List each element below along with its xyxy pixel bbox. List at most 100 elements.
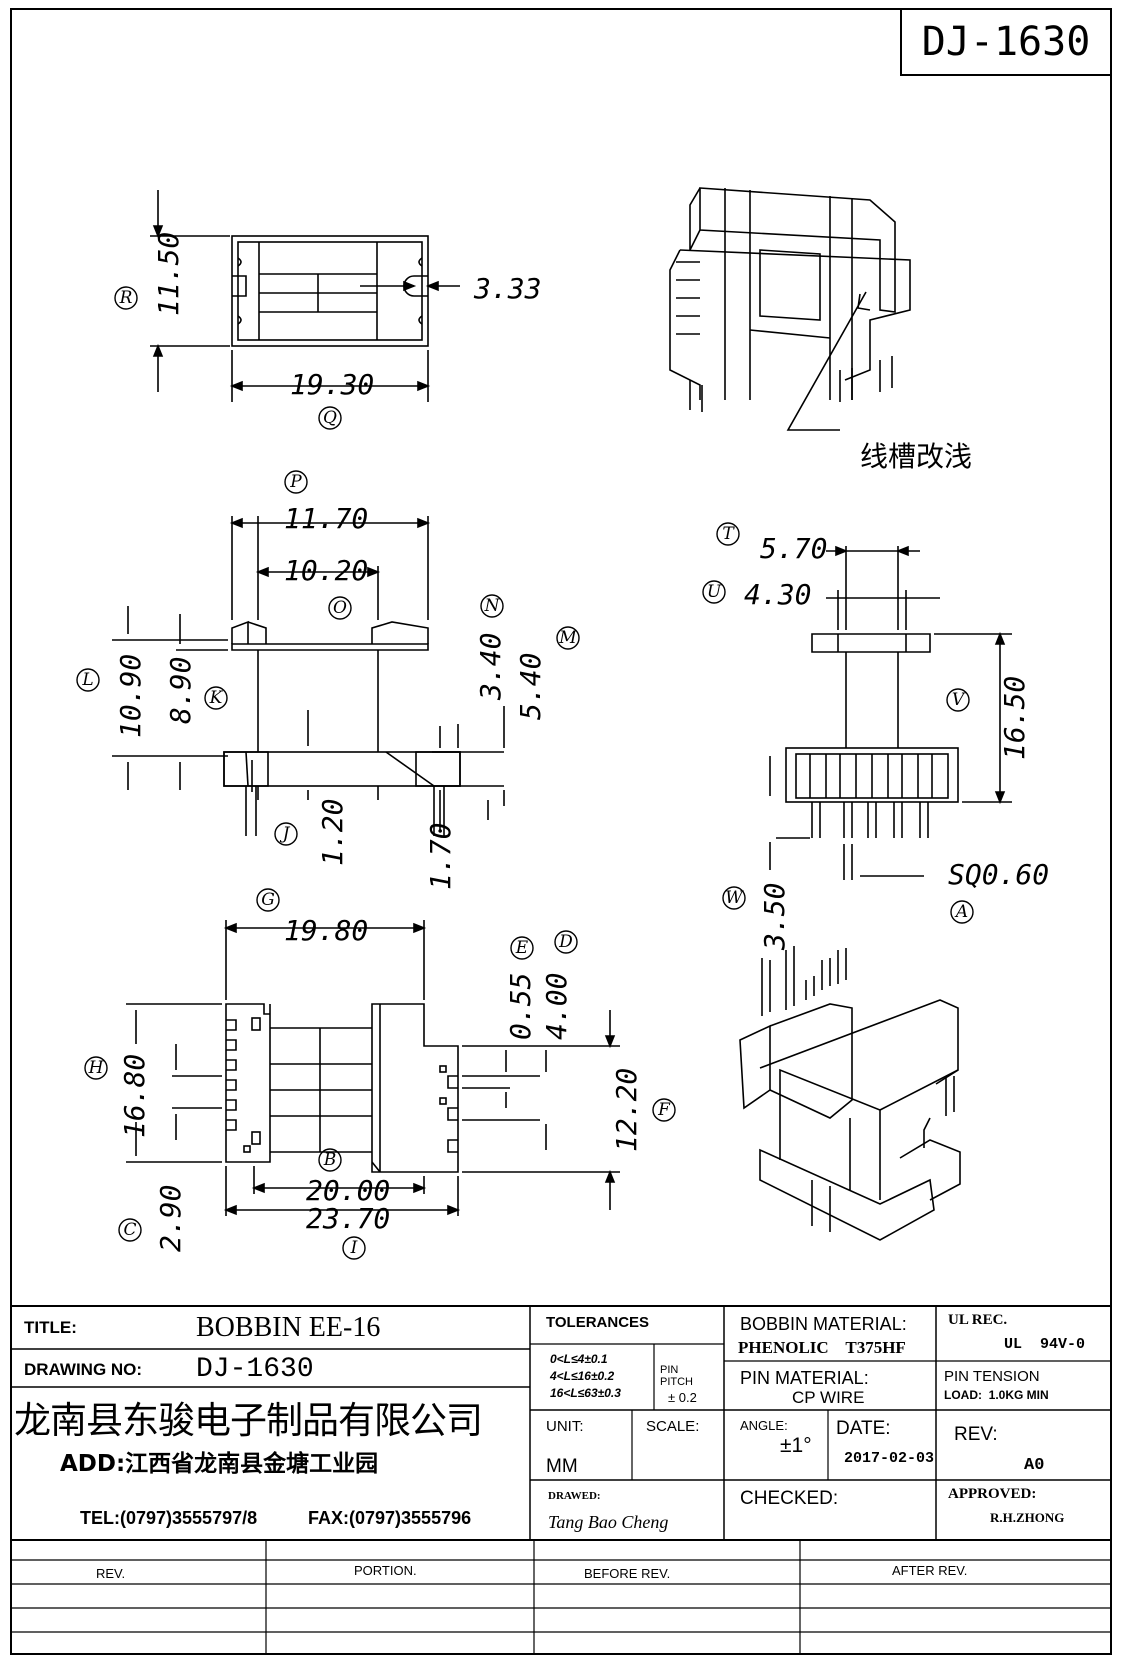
tolerances-label: TOLERANCES <box>546 1314 650 1331</box>
dim-side-u: 4.30 <box>744 578 811 611</box>
callout-t: T <box>722 524 735 544</box>
title-block-grid <box>10 1305 1112 1655</box>
isometric-view-bottom <box>739 946 961 1241</box>
tol-line3: 16<L≤63±0.3 <box>550 1386 621 1400</box>
callout-p: P <box>289 472 302 492</box>
callout-q: Q <box>323 408 337 428</box>
dim-front-n: 3.40 <box>474 633 507 701</box>
bottom-view <box>225 1003 459 1173</box>
bottom-view-dims <box>126 920 620 1216</box>
dim-front-l: 10.90 <box>114 654 147 738</box>
side-view-dims <box>769 545 1012 880</box>
scale-label: SCALE: <box>646 1418 700 1435</box>
unit-value: MM <box>546 1456 578 1477</box>
callout-r: R <box>119 288 133 308</box>
angle-value: ±1° <box>780 1434 812 1457</box>
rev-value: A0 <box>1024 1456 1045 1475</box>
rev-col-before: BEFORE REV. <box>584 1566 671 1581</box>
dim-front-k: 8.90 <box>164 657 197 724</box>
company-tel: TEL:(0797)3555797/8 <box>80 1508 258 1528</box>
pin-material-value: CP WIRE <box>792 1388 865 1407</box>
callouts <box>76 286 974 1260</box>
callout-i: I <box>350 1238 358 1258</box>
callout-d: D <box>558 932 573 952</box>
dim-bottom-i: 23.70 <box>306 1202 390 1235</box>
callout-m: M <box>558 628 577 648</box>
pin-tension-label: PIN TENSION <box>944 1368 1040 1385</box>
company-name: 龙南县东骏电子制品有限公司 <box>14 1399 483 1442</box>
approved-label: APPROVED: <box>948 1486 1037 1502</box>
dim-bottom-d: 4.00 <box>540 973 573 1040</box>
bobbin-material-value: PHENOLIC T375HF <box>738 1338 906 1357</box>
callout-w: W <box>725 888 744 908</box>
dim-side-pin: SQ0.60 <box>948 858 1049 891</box>
dim-front-p: 11.70 <box>284 502 368 535</box>
side-view <box>785 633 959 838</box>
dim-front-j2: 1.70 <box>424 823 457 890</box>
callout-e: E <box>515 938 529 958</box>
dim-side-v: 16.50 <box>998 676 1031 760</box>
pin-pitch-label: PIN PITCH <box>660 1364 693 1388</box>
drawing-frame <box>10 8 1112 1655</box>
approved-value: R.H.ZHONG <box>990 1510 1065 1525</box>
dim-bottom-e: 0.55 <box>504 973 537 1040</box>
pin-material-label: PIN MATERIAL: <box>740 1368 869 1388</box>
callout-a: A <box>954 902 968 922</box>
company-fax: FAX:(0797)3555796 <box>308 1508 472 1528</box>
callout-o: O <box>333 598 347 618</box>
dim-bottom-f: 12.20 <box>610 1068 643 1152</box>
callout-f: F <box>657 1100 671 1120</box>
callout-g: G <box>261 890 275 910</box>
top-view <box>231 235 429 347</box>
dimension-texts: 11.50 3.33 19.30 11.70 10.20 10.90 8.90 … <box>114 232 1049 1252</box>
callout-letters: P O N M L K J T U V W A G E D H F B C I … <box>81 288 968 1258</box>
callout-n: N <box>484 596 501 616</box>
title-label: TITLE: <box>24 1318 77 1337</box>
drawing-no-label: DRAWING NO: <box>24 1360 143 1379</box>
top-view-dims <box>150 190 460 402</box>
annotation-note: 线槽改浅 <box>860 440 972 473</box>
bobbin-material-label: BOBBIN MATERIAL: <box>740 1314 907 1334</box>
dim-top-height: 11.50 <box>152 232 185 316</box>
dim-side-w: 3.50 <box>758 883 791 951</box>
callout-l: L <box>81 670 93 690</box>
callout-c: C <box>123 1220 136 1240</box>
dim-bottom-b: 20.00 <box>306 1174 390 1207</box>
callout-h: H <box>88 1058 105 1078</box>
dim-bottom-g: 19.80 <box>284 914 368 947</box>
pin-tension-value: LOAD: 1.0KG MIN <box>944 1388 1049 1402</box>
rev-col-after: AFTER REV. <box>892 1563 968 1578</box>
dim-top-slot: 3.33 <box>473 272 541 305</box>
rev-label: REV: <box>954 1424 998 1445</box>
tol-line1: 0<L≤4±0.1 <box>550 1352 608 1366</box>
drawing-no-value: DJ-1630 <box>196 1354 314 1385</box>
angle-label: ANGLE: <box>740 1418 788 1433</box>
company-address: ADD:江西省龙南县金塘工业园 <box>60 1451 379 1477</box>
rev-col-rev: REV. <box>96 1566 126 1581</box>
ul-label: UL REC. <box>948 1312 1008 1328</box>
callout-u: U <box>707 582 722 602</box>
dim-bottom-c: 2.90 <box>154 1185 187 1252</box>
dim-bottom-h: 16.80 <box>118 1054 151 1138</box>
dim-front-j: 1.20 <box>316 799 349 866</box>
dim-side-t: 5.70 <box>760 532 827 565</box>
date-value: 2017-02-03 <box>844 1450 935 1467</box>
drawn-value: Tang Bao Cheng <box>548 1512 669 1532</box>
drawing-number-box: DJ-1630 <box>900 8 1112 76</box>
callout-k: K <box>209 688 224 708</box>
rev-col-portion: PORTION. <box>354 1563 417 1578</box>
isometric-view-top <box>669 187 911 431</box>
drawn-label: DRAWED: <box>548 1490 601 1502</box>
dim-front-m: 5.40 <box>514 653 547 720</box>
checked-label: CHECKED: <box>740 1488 839 1509</box>
unit-label: UNIT: <box>546 1418 584 1435</box>
title-value: BOBBIN EE-16 <box>196 1312 381 1343</box>
date-label: DATE: <box>836 1418 891 1439</box>
dim-front-o: 10.20 <box>284 554 368 587</box>
callout-v: V <box>952 690 966 710</box>
pin-pitch-value: ± 0.2 <box>668 1390 697 1405</box>
callout-b: B <box>323 1150 337 1170</box>
dim-top-width: 19.30 <box>290 368 374 401</box>
ul-value: UL 94V-0 <box>1004 1336 1086 1353</box>
